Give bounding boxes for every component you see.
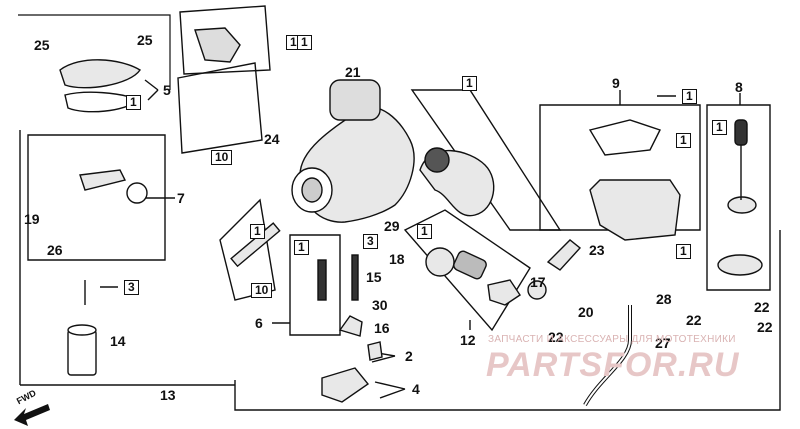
fwd-arrow [14, 404, 50, 426]
callout-1-bowl-top: 1 [682, 89, 697, 104]
needle-8 [734, 119, 748, 146]
washer-7 [126, 182, 148, 204]
cover-5 [59, 59, 141, 89]
callout-10-low: 10 [251, 283, 273, 298]
callout-17: 17 [530, 274, 546, 290]
callout-1-gasket: 1 [676, 133, 691, 148]
callout-10-top: 10 [211, 150, 233, 165]
callout-12: 12 [460, 332, 476, 348]
callout-23: 23 [589, 242, 605, 258]
callout-1-group6: 1 [294, 240, 309, 255]
callout-22-a: 22 [548, 329, 564, 345]
callout-29: 29 [384, 218, 400, 234]
callout-25b: 25 [137, 32, 153, 48]
callout-16: 16 [374, 320, 390, 336]
group-box-7 [27, 134, 166, 261]
callout-22-b: 22 [754, 299, 770, 315]
callout-1-bowl: 1 [676, 244, 691, 259]
bowl-gasket [588, 119, 661, 156]
callout-3-upper: 3 [363, 234, 378, 249]
watermark-tagline: ЗАПЧАСТИ И АКСЕССУАРЫ ДЛЯ МОТОТЕХНИКИ [488, 334, 736, 345]
tube-10 [230, 222, 281, 268]
callout-28: 28 [656, 291, 672, 307]
callout-30: 30 [372, 297, 388, 313]
group-box-8 [706, 104, 771, 291]
callout-11-top-b: 1 [297, 35, 312, 50]
group-box-11-top [179, 5, 271, 75]
callout-24: 24 [264, 131, 280, 147]
bracket-11 [194, 27, 241, 63]
callout-9: 9 [612, 75, 620, 91]
callout-1-group10: 1 [250, 224, 265, 239]
callout-20: 20 [578, 304, 594, 320]
spring-12 [453, 250, 487, 280]
callout-7: 7 [177, 190, 185, 206]
linkage-7 [79, 169, 127, 191]
callout-13: 13 [160, 387, 176, 403]
callout-8: 8 [735, 79, 743, 95]
lever-23 [546, 239, 582, 271]
callout-4: 4 [412, 381, 420, 397]
bracket-4 [321, 367, 370, 403]
nut-16 [338, 315, 363, 337]
callout-22-d: 22 [757, 319, 773, 335]
callout-6: 6 [255, 315, 263, 331]
callout-15: 15 [366, 269, 382, 285]
float-bowl [589, 179, 681, 241]
callout-21: 21 [345, 64, 361, 80]
callout-2: 2 [405, 348, 413, 364]
callout-1-group12: 1 [417, 224, 432, 239]
group-box-12 [403, 209, 531, 332]
callout-25a: 25 [34, 37, 50, 53]
group-box-10-top [177, 62, 263, 154]
carb-top [329, 79, 381, 121]
group-box-6 [289, 234, 341, 336]
callout-26: 26 [47, 242, 63, 258]
pump-diaphragm-12 [425, 247, 455, 277]
cup-14 [67, 329, 97, 376]
callout-11-mid: 1 [462, 76, 477, 91]
diaphragm [727, 196, 757, 214]
callout-1-cover: 1 [126, 95, 141, 110]
diaphragm-cover [717, 254, 763, 276]
callout-1-needle: 1 [712, 120, 727, 135]
group-box-9 [539, 104, 701, 231]
group-box-10-low [219, 198, 276, 301]
callout-18: 18 [389, 251, 405, 267]
callout-27: 27 [655, 335, 671, 351]
callout-22-c: 22 [686, 312, 702, 328]
ring-17 [527, 280, 547, 300]
screw-15 [351, 254, 359, 301]
needle-6 [317, 259, 327, 301]
callout-5: 5 [163, 82, 171, 98]
watermark-logo: PARTSFOR.RU [486, 346, 740, 384]
callout-14: 14 [110, 333, 126, 349]
callout-3-lower: 3 [124, 280, 139, 295]
callout-19: 19 [24, 211, 40, 227]
pump-housing-12 [487, 279, 521, 306]
clip-2 [367, 341, 383, 361]
